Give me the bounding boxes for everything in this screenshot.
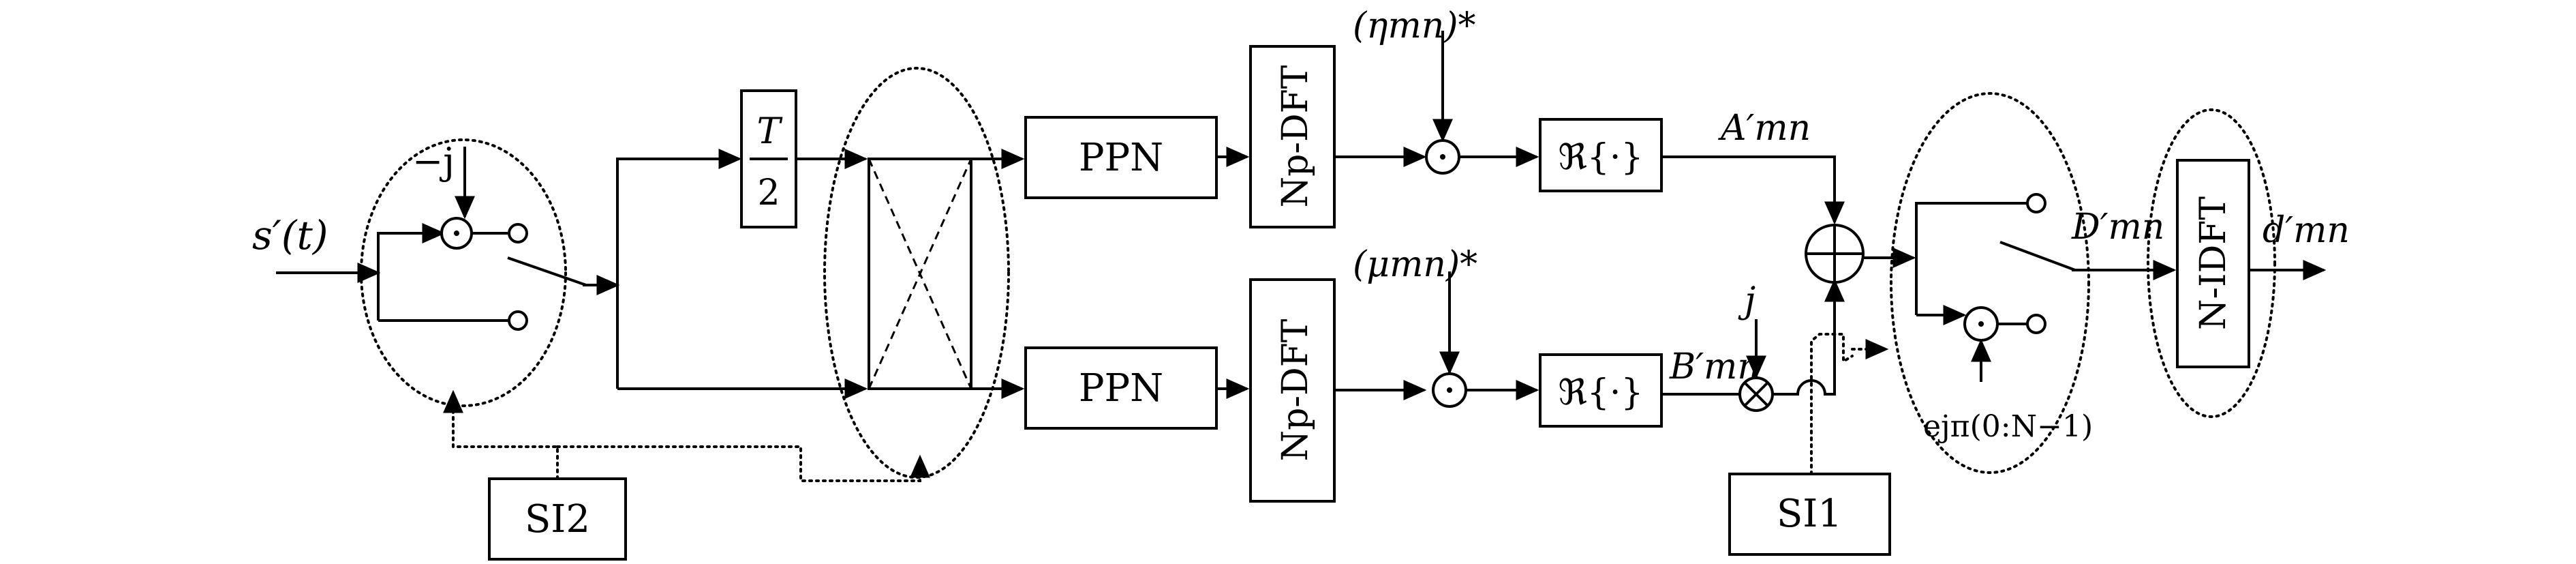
switch2-blade (1999, 241, 2076, 271)
exp-multiplier-dot (1978, 321, 1984, 327)
n-idft-block (2176, 159, 2250, 368)
np-dft-bottom-label: Np-DFT (1275, 318, 1316, 461)
si2-to-swap (556, 445, 930, 482)
real-part-bottom-label: ℜ{·} (1558, 372, 1643, 413)
delay-denominator: 2 (757, 173, 780, 213)
switch1-group (360, 138, 567, 407)
si1-block (1728, 473, 1891, 556)
input-signal-label: s′(t) (252, 212, 328, 258)
np-dft-bottom (1249, 278, 1336, 503)
real-part-top-label: ℜ{·} (1558, 137, 1643, 178)
np-dft-top-label: Np-DFT (1275, 65, 1316, 207)
ppn-top-label: PPN (1079, 136, 1163, 180)
j-multiplier-x2 (1743, 381, 1769, 407)
j-label: j (1738, 280, 1755, 321)
a-to-adder (1661, 155, 1845, 225)
switch2-upper (1915, 202, 2027, 315)
eta-conj-label: (ηmn)* (1353, 5, 1476, 46)
multiplier-dot (454, 231, 459, 236)
eta-multiplier-dot (1440, 154, 1445, 160)
upper-branch-1 (377, 223, 446, 321)
si2-to-switch1 (443, 389, 559, 480)
branch-to-delay (616, 149, 742, 389)
switch2-group (1890, 92, 2090, 474)
b-to-adder (1773, 278, 1845, 396)
exp-label: ejπ(0:N−1) (1923, 409, 2093, 444)
idft-group (2147, 108, 2276, 418)
switch1-contact-high (508, 223, 528, 243)
real-part-top (1539, 118, 1663, 192)
switch1-contact-low (508, 310, 528, 331)
si2-label: SI2 (525, 497, 590, 541)
switch1-blade (507, 256, 587, 286)
ppn-bottom-label: PPN (1079, 366, 1163, 411)
si1-control-line (1810, 333, 1854, 475)
ppn-top (1024, 116, 1218, 199)
n-idft-label: N-IDFT (2193, 196, 2234, 330)
np-dft-top (1249, 45, 1336, 228)
delay-numerator: T (757, 111, 783, 152)
switch2-contact-low (2026, 314, 2046, 334)
mu-conj-label: (μmn)* (1353, 244, 1477, 285)
si1-label: SI1 (1777, 492, 1842, 536)
switch2-contact-high (2026, 193, 2046, 213)
a-label: A′mn (1718, 108, 1811, 149)
output-label: d′mn (2263, 210, 2350, 251)
swap-cross-b (868, 158, 972, 389)
mu-multiplier-dot (1447, 387, 1452, 393)
real-part-bottom (1539, 353, 1663, 428)
